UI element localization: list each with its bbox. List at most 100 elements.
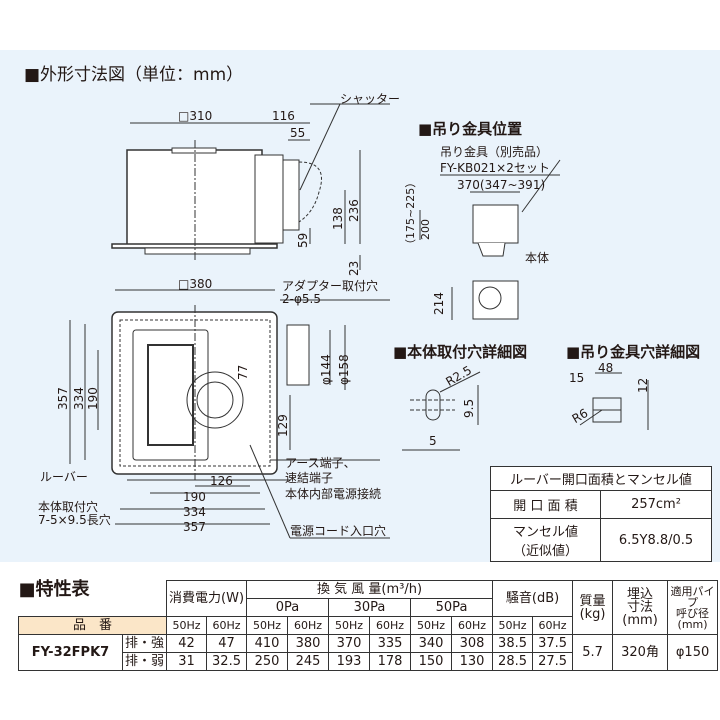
munsell-value: 6.5Y8.8/0.5	[600, 518, 712, 562]
label-internal-power: 本体内部電源接続	[285, 487, 382, 501]
cell: 178	[369, 652, 412, 671]
hz-header: 60Hz	[532, 616, 574, 635]
cell: 28.5	[492, 652, 534, 671]
label-earth: アース端子、	[285, 456, 356, 470]
spec-table: ■特性表 消費電力(W) 換 気 風 量(m³/h) 騒音(dB) 質量(kg)…	[17, 580, 719, 671]
cell: 32.5	[206, 652, 248, 671]
pipe-header-3: (mm)	[677, 617, 708, 631]
embed-header-1: 埋込	[627, 587, 654, 602]
mass-header-1: 質量	[579, 593, 606, 609]
dim-190-h: 190	[183, 490, 206, 504]
pipe-value: φ150	[667, 634, 719, 671]
dim-357-v: 357	[56, 387, 70, 410]
hz-header: 50Hz	[492, 616, 534, 635]
cell: 27.5	[532, 652, 574, 671]
hanger-detail-title: ■吊り金具穴詳細図	[566, 343, 701, 361]
hz-header: 60Hz	[451, 616, 494, 635]
cell: 37.5	[532, 634, 574, 653]
cell: 42	[166, 634, 208, 653]
hanger-view	[419, 159, 561, 320]
cell: 250	[246, 652, 289, 671]
hanger-title: ■吊り金具位置	[418, 120, 523, 138]
embed-header-2: 寸法	[627, 600, 654, 615]
dim-12: 12	[636, 377, 650, 393]
label-hanger-part: 吊り金具（別売品）	[440, 145, 549, 159]
label-quick-terminal: 速結端子	[285, 471, 334, 485]
area-label: 開 口 面 積	[490, 490, 601, 519]
dim-380: □380	[178, 277, 213, 291]
label-hanger-part-no: FY-KB021×2セット	[440, 161, 550, 175]
model-name: FY-32FPK7	[18, 634, 123, 671]
pa0-header: 0Pa	[246, 598, 330, 617]
spec-title: ■特性表	[18, 580, 167, 617]
label-shutter: シャッター	[340, 92, 401, 106]
dim-334-v: 334	[72, 387, 86, 410]
munsell-label-2: （近似値）	[512, 544, 578, 559]
cell: 193	[328, 652, 371, 671]
dim-15: 15	[569, 371, 585, 385]
pipe-header-1: 適用パイプ	[670, 584, 715, 609]
hz-header: 50Hz	[328, 616, 371, 635]
dim-214: 214	[432, 292, 446, 315]
dim-phi144: φ144	[319, 354, 333, 385]
dim-126: 126	[210, 474, 233, 488]
hz-header: 60Hz	[206, 616, 248, 635]
dim-5: 5	[429, 434, 437, 448]
embed-value: 320角	[612, 634, 669, 671]
cell: 31	[166, 652, 208, 671]
dim-310: □310	[178, 109, 213, 123]
cell: 47	[206, 634, 248, 653]
louver-table-title: ルーバー開口面積とマンセル値	[490, 466, 712, 491]
pa50-header: 50Pa	[410, 598, 494, 617]
mass-header-2: (kg)	[579, 606, 606, 622]
cell: 130	[451, 652, 494, 671]
label-body: 本体	[525, 251, 550, 265]
mode-cell: 排・強	[121, 634, 168, 653]
side-view	[111, 103, 390, 291]
dim-55: 55	[290, 126, 306, 140]
label-louver: ルーバー	[40, 470, 88, 484]
airflow-header: 換 気 風 量(m³/h)	[246, 580, 494, 599]
munsell-label: マンセル値 （近似値）	[490, 518, 601, 562]
dim-23: 23	[347, 260, 361, 276]
mass-header: 質量(kg)	[572, 580, 614, 635]
pa30-header: 30Pa	[328, 598, 412, 617]
dim-9-5: 9.5	[462, 398, 476, 418]
dim-334-h: 334	[183, 505, 206, 519]
label-adapter: アダプター取付穴	[282, 279, 379, 293]
label-mount-hole-size: 7-5×9.5長穴	[38, 513, 111, 527]
cell: 38.5	[492, 634, 534, 653]
cell: 335	[369, 634, 412, 653]
label-adapter-holes: 2-φ5.5	[282, 292, 321, 306]
dim-116: 116	[272, 109, 295, 123]
cell: 340	[410, 634, 453, 653]
drawing-title: ■外形寸法図（単位：mm）	[24, 65, 244, 85]
embed-header: 埋込寸法(mm)	[612, 580, 669, 635]
cell: 370	[328, 634, 371, 653]
noise-header: 騒音(dB)	[492, 580, 574, 617]
munsell-label-1: マンセル値	[512, 525, 578, 540]
mass-value: 5.7	[572, 634, 614, 671]
hz-header: 50Hz	[166, 616, 208, 635]
dim-77: 77	[236, 364, 250, 380]
dim-370: 370(347~391)	[457, 178, 546, 192]
bottom-view	[69, 299, 390, 539]
hz-header: 60Hz	[369, 616, 412, 635]
area-value: 257cm²	[600, 490, 712, 519]
dim-200: 200	[419, 219, 432, 240]
hz-header: 60Hz	[287, 616, 330, 635]
mode-cell: 排・弱	[121, 652, 168, 671]
dim-236: 236	[347, 199, 361, 222]
label-mount-hole: 本体取付穴	[38, 500, 99, 514]
dim-138: 138	[331, 207, 345, 230]
dim-59: 59	[296, 232, 310, 248]
cell: 245	[287, 652, 330, 671]
dim-190-v: 190	[86, 387, 100, 410]
cell: 380	[287, 634, 330, 653]
cell: 410	[246, 634, 289, 653]
dim-48: 48	[598, 361, 614, 375]
hz-header: 50Hz	[410, 616, 453, 635]
